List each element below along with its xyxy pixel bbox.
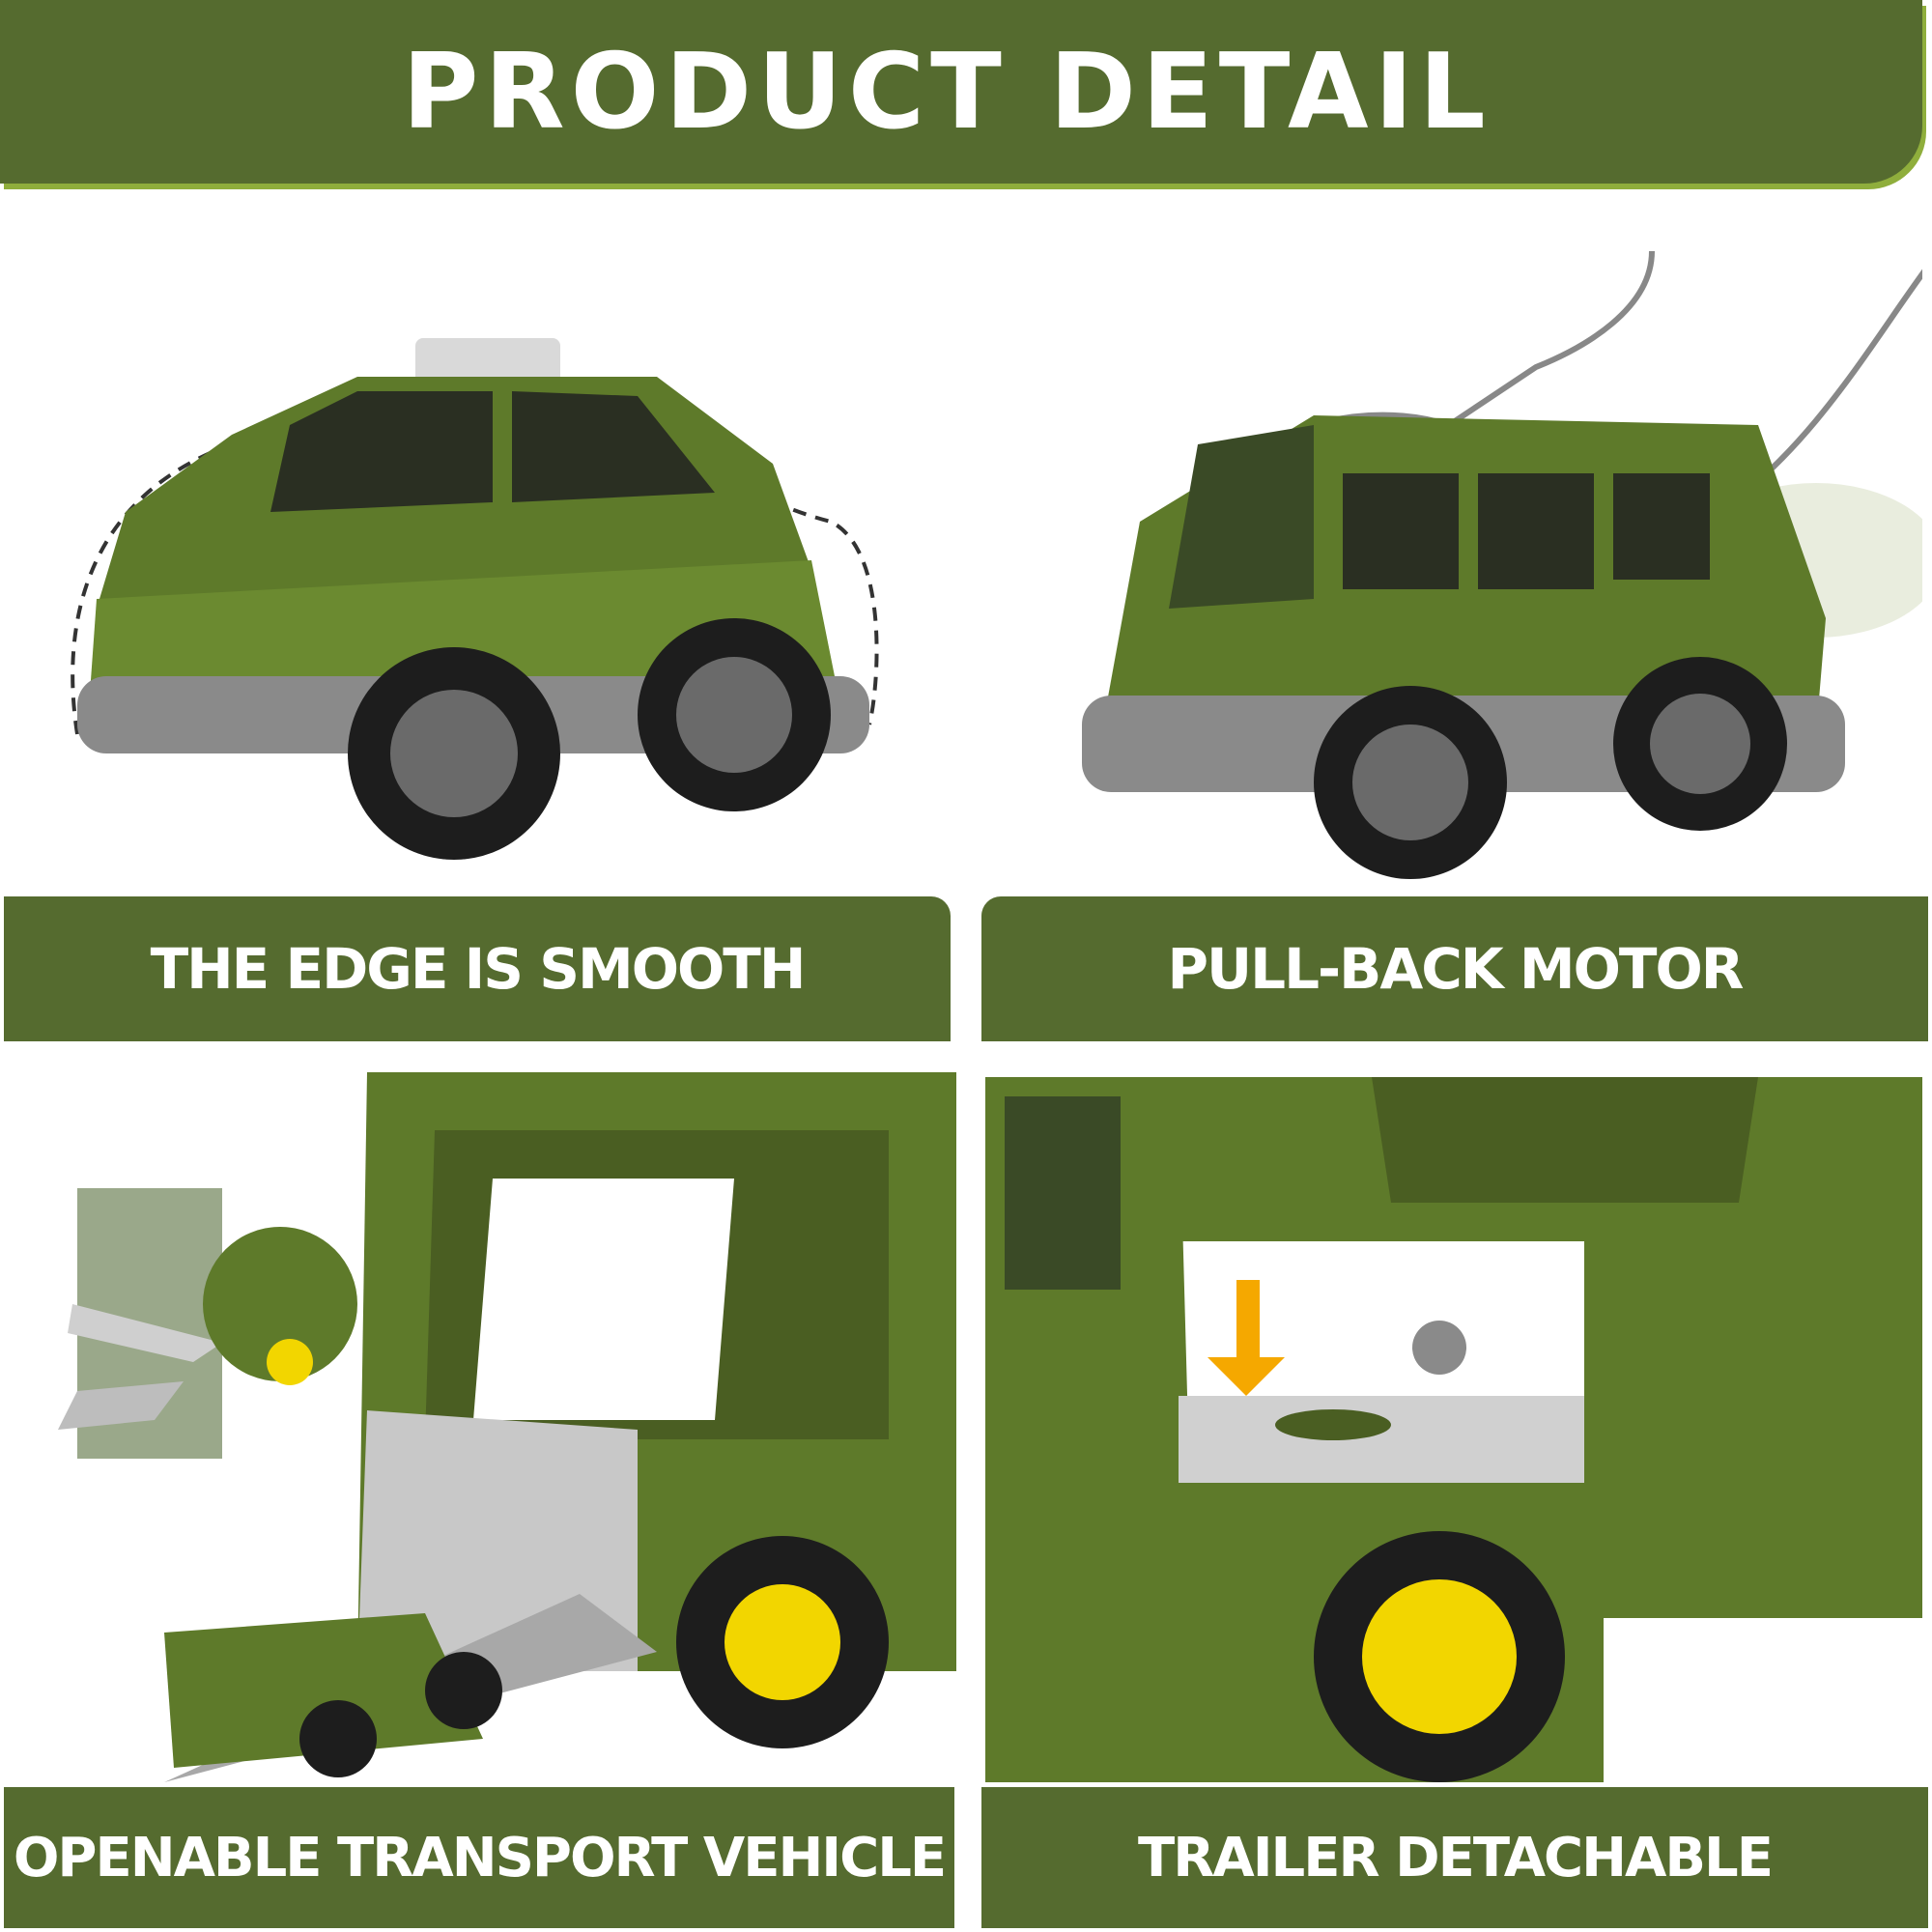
toy-car-image	[71, 338, 879, 860]
transport-truck-image	[58, 1072, 956, 1782]
caption-smooth-edge: THE EDGE IS SMOOTH	[4, 896, 951, 1041]
page-title: PRODUCT DETAIL	[402, 31, 1492, 153]
caption-pull-back-motor: PULL-BACK MOTOR	[981, 896, 1928, 1041]
caption-openable-transport: OPENABLE TRANSPORT VEHICLE	[4, 1787, 954, 1928]
toy-van-image	[1082, 250, 1922, 879]
photo-smooth-edge-car	[39, 319, 898, 869]
photo-transport-vehicle	[39, 1072, 956, 1782]
trailer-hitch-image	[985, 1077, 1922, 1782]
caption-trailer-detachable: TRAILER DETACHABLE	[981, 1787, 1928, 1928]
header-banner: PRODUCT DETAIL	[0, 0, 1922, 184]
photo-pull-back-van	[1024, 193, 1922, 879]
photo-trailer-detachable	[985, 1077, 1922, 1782]
